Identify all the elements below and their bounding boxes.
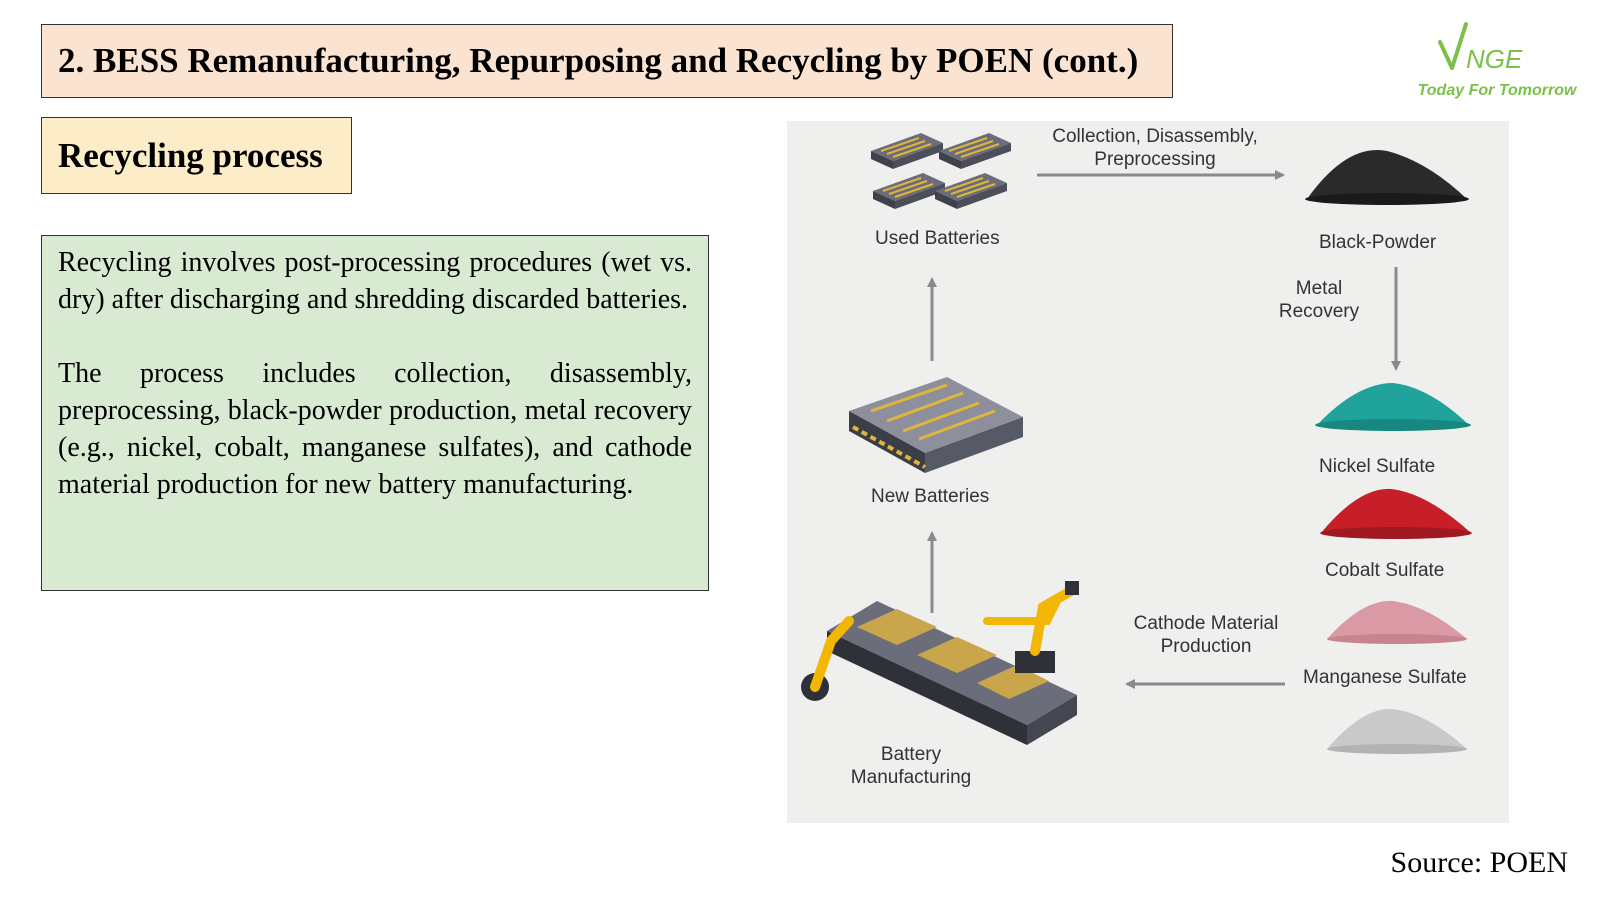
new-batteries-label: New Batteries (871, 486, 990, 507)
battery-manufacturing-label-line1: Battery (880, 744, 942, 765)
diagram-graphics (801, 133, 1472, 754)
nickel-sulfate-label: Nickel Sulfate (1319, 456, 1436, 477)
slide-title: 2. BESS Remanufacturing, Repurposing and… (58, 41, 1139, 80)
description-box: Recycling involves post-processing proce… (41, 235, 709, 591)
company-logo: NGE Today For Tomorrow (1400, 14, 1580, 114)
collection-label-line2: Preprocessing (1094, 149, 1216, 170)
battery-manufacturing-line-icon (801, 581, 1079, 745)
collection-label-line1: Collection, Disassembly, (1052, 126, 1258, 147)
battery-manufacturing-label-line2: Manufacturing (850, 767, 972, 788)
grey-powder-pile-icon (1327, 708, 1467, 754)
recycling-process-diagram: Used Batteries Collection, Disassembly, … (787, 121, 1509, 823)
metal-recovery-label: Metal Recovery (1269, 277, 1369, 323)
section-heading: Recycling process (58, 135, 323, 175)
new-battery-pack-icon (849, 377, 1023, 473)
collection-label: Collection, Disassembly, Preprocessing (1027, 125, 1283, 171)
black-powder-label: Black-Powder (1319, 232, 1437, 253)
manganese-sulfate-label: Manganese Sulfate (1303, 667, 1467, 688)
logo-tagline: Today For Tomorrow (1417, 82, 1577, 99)
cathode-production-label-line2: Production (1160, 636, 1252, 657)
manganese-sulfate-pile-icon (1327, 600, 1467, 644)
description-paragraph-1: Recycling involves post-processing proce… (58, 247, 692, 315)
black-powder-pile-icon (1305, 150, 1469, 205)
vnge-logo-mark: NGE (1438, 22, 1523, 74)
used-batteries-label: Used Batteries (875, 228, 1000, 249)
svg-text:NGE: NGE (1466, 44, 1523, 74)
cobalt-sulfate-label: Cobalt Sulfate (1325, 560, 1445, 581)
metal-recovery-label-line1: Metal (1295, 278, 1343, 299)
cathode-production-label-line1: Cathode Material (1133, 613, 1279, 634)
used-batteries-icon (871, 133, 1011, 209)
nickel-sulfate-pile-icon (1315, 383, 1471, 431)
cathode-production-label: Cathode Material Production (1121, 612, 1291, 658)
description-paragraph-2: The process includes collection, disasse… (58, 358, 692, 500)
metal-recovery-label-line2: Recovery (1278, 301, 1360, 322)
section-heading-box: Recycling process (41, 117, 352, 194)
battery-manufacturing-label: Battery Manufacturing (831, 743, 991, 789)
slide-title-box: 2. BESS Remanufacturing, Repurposing and… (41, 24, 1173, 98)
cobalt-sulfate-pile-icon (1320, 488, 1472, 539)
source-caption: Source: POEN (1390, 846, 1568, 879)
